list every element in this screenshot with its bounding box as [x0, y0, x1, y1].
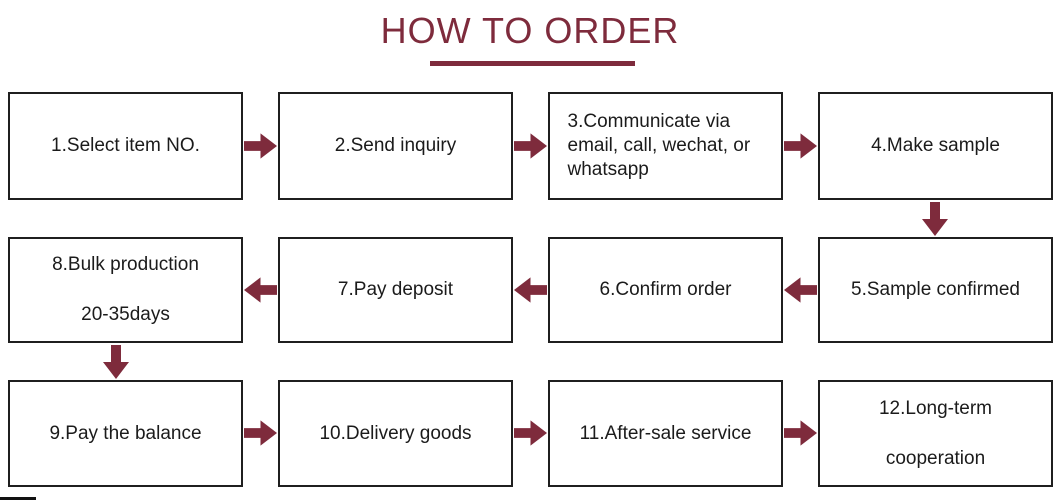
step-label: 12.Long-term [878, 397, 992, 419]
arrow-down-icon [103, 345, 129, 379]
step-box-1: 1.Select item NO. [8, 92, 243, 200]
step-box-5: 5.Sample confirmed [818, 237, 1053, 343]
arrow-down-icon [922, 202, 948, 236]
step-label: 1.Select item NO. [51, 135, 200, 157]
step-label: 2.Send inquiry [334, 135, 457, 157]
arrow-right-icon [514, 420, 547, 446]
step-label: 3.Communicate via email, call, wechat, o… [567, 111, 751, 180]
step-box-8: 8.Bulk production 20-35days [8, 237, 243, 343]
step-sublabel: cooperation [885, 447, 986, 469]
step-box-2: 2.Send inquiry [278, 92, 513, 200]
step-label: 9.Pay the balance [49, 422, 202, 444]
arrow-right-icon [514, 133, 547, 159]
title-underline [430, 61, 635, 66]
step-label: 4.Make sample [871, 135, 1000, 157]
step-label: 5.Sample confirmed [851, 279, 1020, 301]
step-box-3: 3.Communicate via email, call, wechat, o… [548, 92, 783, 200]
step-box-4: 4.Make sample [818, 92, 1053, 200]
step-box-11: 11.After-sale service [548, 380, 783, 487]
step-label: 6.Confirm order [599, 279, 732, 301]
arrow-right-icon [784, 133, 817, 159]
step-label: 7.Pay deposit [337, 279, 454, 301]
step-label: 8.Bulk production [52, 254, 199, 276]
step-box-9: 9.Pay the balance [8, 380, 243, 487]
step-label: 11.After-sale service [579, 422, 752, 444]
step-box-10: 10.Delivery goods [278, 380, 513, 487]
arrow-left-icon [514, 277, 547, 303]
arrow-right-icon [784, 420, 817, 446]
arrow-left-icon [784, 277, 817, 303]
step-box-6: 6.Confirm order [548, 237, 783, 343]
step-box-12: 12.Long-term cooperation [818, 380, 1053, 487]
arrow-right-icon [244, 420, 277, 446]
step-label: 10.Delivery goods [319, 422, 472, 444]
bottom-edge-line [0, 497, 36, 500]
arrow-right-icon [244, 133, 277, 159]
step-sublabel: 20-35days [81, 304, 170, 325]
step-box-7: 7.Pay deposit [278, 237, 513, 343]
arrow-left-icon [244, 277, 277, 303]
page-title: HOW TO ORDER [380, 10, 680, 51]
